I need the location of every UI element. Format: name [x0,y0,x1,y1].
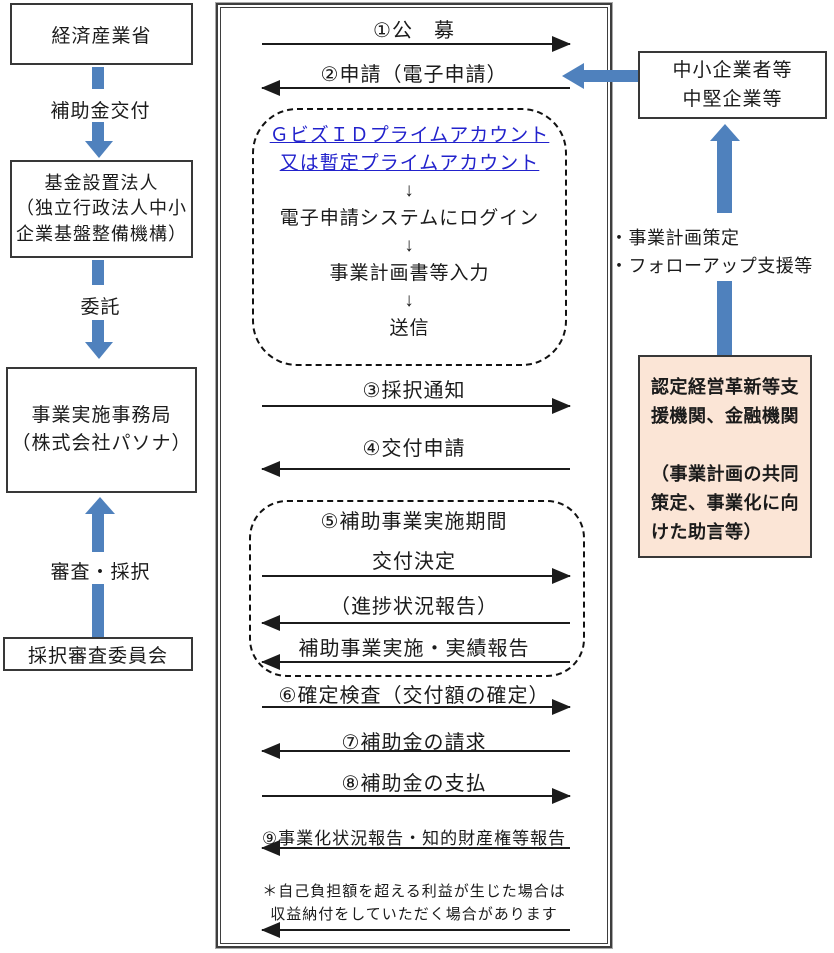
jimukyoku-box: 事業実施事務局 （株式会社パソナ） [6,367,197,493]
step-houkoku-label: ⑨事業化状況報告・知的財産権等報告 [261,829,567,848]
support-arrowhead-icon [710,124,740,141]
step-kakutei-label: ⑥確定検査（交付額の確定） [278,685,550,707]
send-step-label: 送信 [389,317,430,339]
grant-arrowhead-icon [85,141,113,158]
shinsa-arrow-bar-top [92,514,104,552]
step-houkoku-arrow [262,847,570,849]
itaku-label: 委託 [80,297,121,318]
support-arrow-bar-upper [717,141,732,213]
provisional-prime-link[interactable]: 又は暫定プライムアカウント [279,152,540,174]
step-kakutei-arrow [262,706,570,708]
down-arrow-icon: ↓ [404,235,415,256]
itaku-arrow-bar-bottom [92,320,104,342]
sme-box: 中小企業者等 中堅企業等 [638,51,827,119]
support-labels: ・事業計画策定 ・フォローアップ支援等 [610,228,813,276]
shinsa-arrowhead-icon [85,497,115,514]
step-shinsei-label: ②申請（電子申請） [320,64,508,86]
itaku-arrowhead-icon [85,342,113,359]
step-koubo-arrow [262,43,570,45]
shinsa-arrow-bar-bottom [92,584,104,637]
iinkai-box: 採択審査委員会 [3,637,193,671]
gbiz-prime-link[interactable]: ＧビズＩＤプライムアカウント [269,125,550,146]
input-step-label: 事業計画書等入力 [329,262,490,284]
step-seikyu-label: ⑦補助金の請求 [341,732,487,754]
itaku-arrow-bar-top [92,260,104,285]
shinchoku-label: （進捗状況報告） [330,596,498,618]
support-arrow-bar-lower [717,281,732,356]
login-step-label: 電子申請システムにログイン [279,207,540,229]
step-shiharai-label: ⑧補助金の支払 [341,773,487,795]
shinchoku-arrow [262,622,570,624]
grant-arrow-bar-bottom [92,122,104,141]
application-arrow-bar [583,70,638,82]
down-arrow-icon: ↓ [404,180,415,201]
profit-note: ＊自己負担額を超える利益が生じた場合は 収益納付をしていただく場合があります [262,883,566,923]
process-frame: ①公 募 ②申請（電子申請） ＧビズＩＤプライムアカウント 又は暫定プライムアカ… [215,2,613,949]
step-shiharai-arrow [262,795,570,797]
shinsa-label: 審査・採択 [50,562,151,583]
grant-arrow-bar-top [92,67,104,89]
account-panel: ＧビズＩＤプライムアカウント 又は暫定プライムアカウント ↓ 電子申請システムに… [252,108,567,366]
step-seikyu-arrow [262,750,570,752]
meti-box: 経済産業省 [10,3,193,65]
jisseki-arrow [262,661,570,663]
final-return-arrow [262,929,570,931]
step-saitaku-arrow [262,405,570,407]
step-shinsei-arrow [262,87,570,89]
kofu-kettei-label: 交付決定 [372,551,456,573]
step-kofu-shinsei-label: ④交付申請 [362,438,466,460]
kofu-kettei-arrow [262,575,570,577]
grant-label: 補助金交付 [50,101,151,122]
application-arrowhead-icon [562,63,584,89]
down-arrow-icon: ↓ [404,290,415,311]
step-saitaku-label: ③採択通知 [362,380,466,402]
jisseki-label: 補助事業実施・実績報告 [298,638,530,660]
kikin-box: 基金設置法人 （独立行政法人中小 企業基盤整備機構） [10,160,193,258]
step-koubo-label: ①公 募 [373,20,455,42]
step-kofu-shinsei-arrow [262,468,570,470]
period-title: ⑤補助事業実施期間 [320,511,508,533]
support-organization-box: 認定経営革新等支 援機関、金融機関 （事業計画の共同 策定、事業化に向 けた助言… [638,355,812,558]
period-panel [249,500,585,677]
